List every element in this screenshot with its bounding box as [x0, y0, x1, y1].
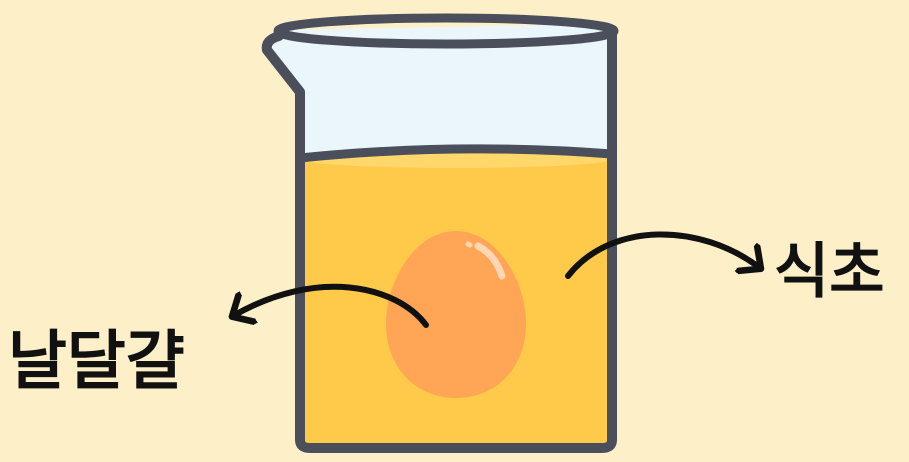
egg-arrow [233, 283, 429, 328]
vinegar-label: 식초 [774, 237, 885, 307]
egg-label: 날달걀 [8, 325, 185, 399]
egg [386, 231, 526, 398]
egg-highlight [474, 242, 506, 280]
beaker-outline [261, 25, 617, 453]
egg-highlight-small [465, 241, 473, 248]
beaker-rim [273, 13, 619, 49]
liquid-surface-rim [295, 144, 617, 163]
vinegar-arrow [565, 231, 760, 279]
